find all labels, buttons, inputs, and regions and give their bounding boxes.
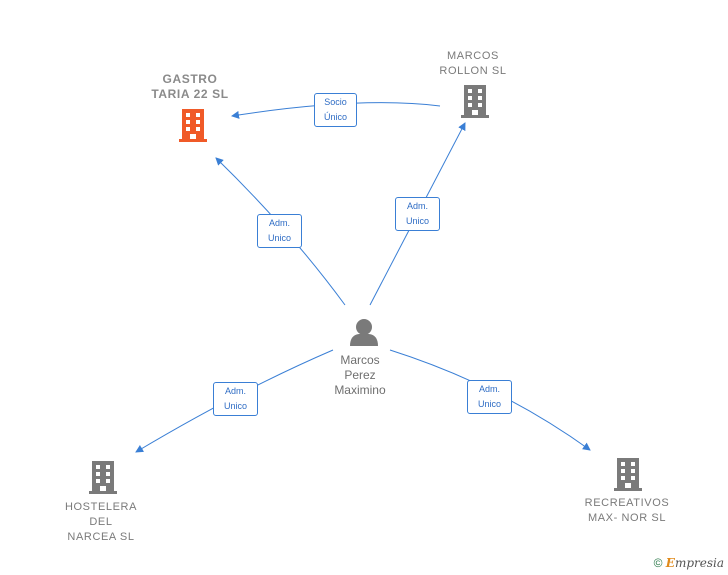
building-icon bbox=[89, 461, 117, 494]
building-icon bbox=[614, 458, 642, 491]
node-marcos-rollon-label[interactable]: MARCOS ROLLON SL bbox=[439, 50, 507, 77]
node-hostelera-label[interactable]: HOSTELERA DEL NARCEA SL bbox=[64, 501, 138, 543]
edge-label-adm-rollon[interactable]: Adm. Unico bbox=[395, 197, 440, 231]
edge-label-adm-gastro[interactable]: Adm. Unico bbox=[257, 214, 302, 248]
node-recreativos-label[interactable]: RECREATIVOS MAX- NOR SL bbox=[584, 497, 670, 524]
person-icon bbox=[350, 319, 378, 346]
edge-label-adm-hostelera[interactable]: Adm. Unico bbox=[213, 382, 258, 416]
building-icon bbox=[461, 85, 489, 118]
building-icon bbox=[179, 109, 207, 142]
empresia-watermark: © Empresia bbox=[654, 556, 724, 570]
edge-label-adm-recreativos[interactable]: Adm. Unico bbox=[467, 380, 512, 414]
empresia-logo: Empresia bbox=[665, 556, 724, 570]
node-gastro-taria-label[interactable]: GASTRO TARIA 22 SL bbox=[151, 72, 229, 101]
edge-label-socio-unico[interactable]: Socio Único bbox=[314, 93, 357, 127]
copyright-symbol: © bbox=[653, 556, 663, 570]
node-person-label[interactable]: Marcos Perez Maximino bbox=[334, 353, 386, 397]
